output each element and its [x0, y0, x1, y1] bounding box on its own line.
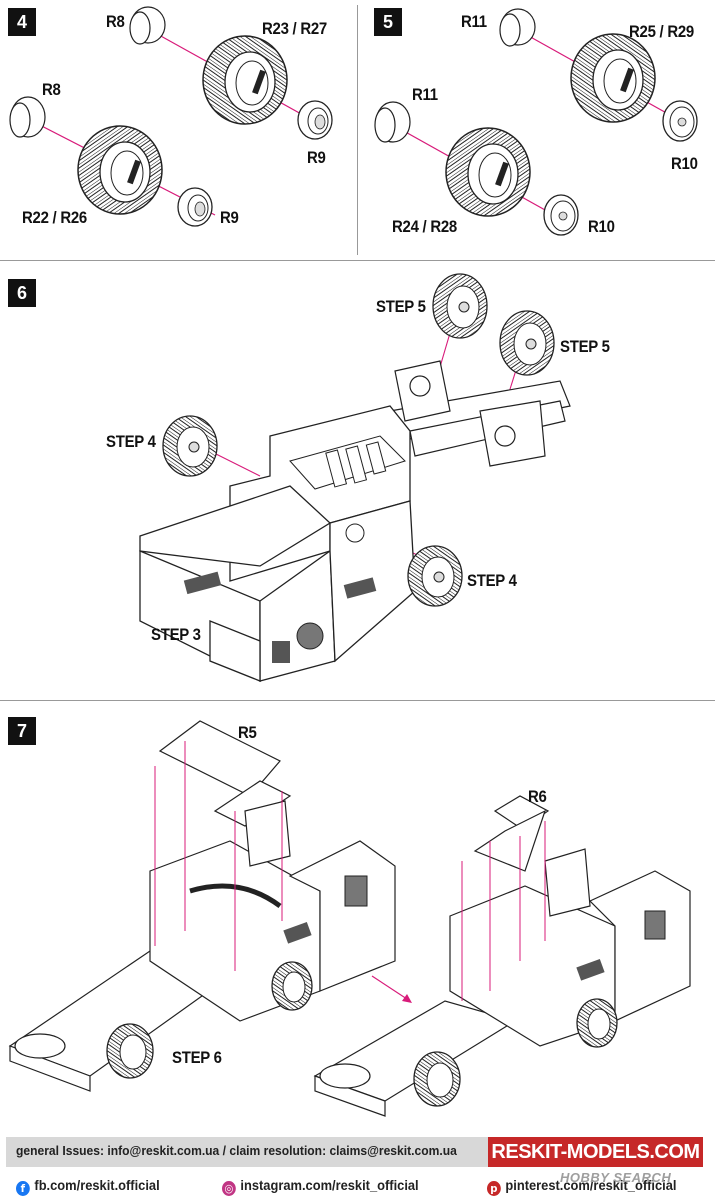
step-5-drawing [374, 8, 698, 236]
engine-detail [289, 435, 406, 490]
tire-r23-r27 [202, 35, 288, 125]
divider-step6-7 [0, 700, 715, 701]
step-6-panel: 6 [0, 261, 715, 700]
tire-r24-r28 [445, 127, 531, 217]
left-vehicle [8, 720, 396, 1092]
label-r5: R5 [238, 723, 257, 742]
label-r23-r27: R23 / R27 [262, 19, 327, 38]
step-7-drawing [8, 720, 691, 1117]
label-r9-top: R9 [307, 148, 326, 167]
instagram-text: instagram.com/reskit_official [240, 1177, 419, 1193]
wheel-step4-left [162, 415, 218, 477]
label-step4-left: STEP 4 [106, 432, 156, 451]
step-4-drawing [9, 6, 333, 227]
step-badge: 5 [374, 8, 402, 36]
insert-r11-bottom [374, 101, 411, 143]
footer-contact-bar [6, 1137, 490, 1167]
chassis-frame [389, 360, 571, 467]
step-6-drawing [139, 273, 571, 683]
right-vehicle [313, 795, 691, 1117]
tire-r25-r29 [570, 33, 656, 123]
label-r6: R6 [528, 787, 547, 806]
hub-r10-top [662, 100, 698, 142]
wheel-step5-right [499, 310, 555, 376]
facebook-text: fb.com/reskit.official [34, 1177, 160, 1193]
divider-step5-6 [0, 260, 715, 261]
instagram-link[interactable]: ◎ instagram.com/reskit_official [222, 1177, 419, 1196]
label-r25-r29: R25 / R29 [629, 22, 694, 41]
tire-r22-r26 [77, 125, 163, 215]
facebook-icon: f [16, 1181, 30, 1196]
vent-grilles [183, 523, 377, 663]
left-wheel-rear [271, 961, 313, 1011]
left-wheel-front [106, 1023, 154, 1079]
divider-vertical [357, 5, 358, 255]
label-r9-bottom: R9 [220, 208, 239, 227]
hub-r9-top [297, 100, 333, 140]
arrow-head [402, 994, 412, 1003]
step-badge: 7 [8, 717, 36, 745]
wheel-step5-left [432, 273, 488, 339]
label-r22-r26: R22 / R26 [22, 208, 87, 227]
label-r11-bottom: R11 [412, 85, 438, 104]
insert-r8-bottom [9, 96, 46, 138]
label-r24-r28: R24 / R28 [392, 217, 457, 236]
hub-r10-bottom [543, 194, 579, 236]
step-5-panel: 5 [358, 0, 715, 260]
right-wheel-front [413, 1051, 461, 1107]
brand-banner[interactable]: RESKIT-MODELS.COM [488, 1137, 703, 1167]
footer-contact-text: general Issues: info@reskit.com.ua / cla… [16, 1143, 457, 1158]
step-4-panel: 4 [0, 0, 357, 260]
wheel-step4-right [407, 545, 463, 607]
facebook-link[interactable]: f fb.com/reskit.official [16, 1177, 160, 1196]
step-badge: 4 [8, 8, 36, 36]
label-r10-top: R10 [671, 154, 698, 173]
label-step4-right: STEP 4 [467, 571, 517, 590]
step-7-panel: 7 [0, 701, 715, 1131]
label-r10-bottom: R10 [588, 217, 615, 236]
pinterest-link[interactable]: p pinterest.com/reskit_official [487, 1177, 676, 1196]
label-step6: STEP 6 [172, 1048, 222, 1067]
pinterest-icon: p [487, 1181, 501, 1196]
left-vehicle-details [189, 875, 368, 944]
instagram-icon: ◎ [222, 1181, 236, 1196]
pinterest-text: pinterest.com/reskit_official [505, 1177, 677, 1193]
right-vehicle-details [576, 910, 666, 981]
label-step5-left: STEP 5 [376, 297, 426, 316]
arrow-line [371, 975, 411, 1002]
label-r8-top: R8 [106, 12, 125, 31]
label-step5-right: STEP 5 [560, 337, 610, 356]
step-badge: 6 [8, 279, 36, 307]
label-step3: STEP 3 [151, 625, 201, 644]
label-r11-top: R11 [461, 12, 487, 31]
hub-r9-bottom [177, 187, 213, 227]
insert-r11-top [499, 8, 536, 47]
insert-r8-top [129, 6, 166, 45]
right-wheel-rear [576, 998, 618, 1048]
label-r8-bottom: R8 [42, 80, 61, 99]
watermark: HOBBY SEARCH [560, 1170, 672, 1185]
